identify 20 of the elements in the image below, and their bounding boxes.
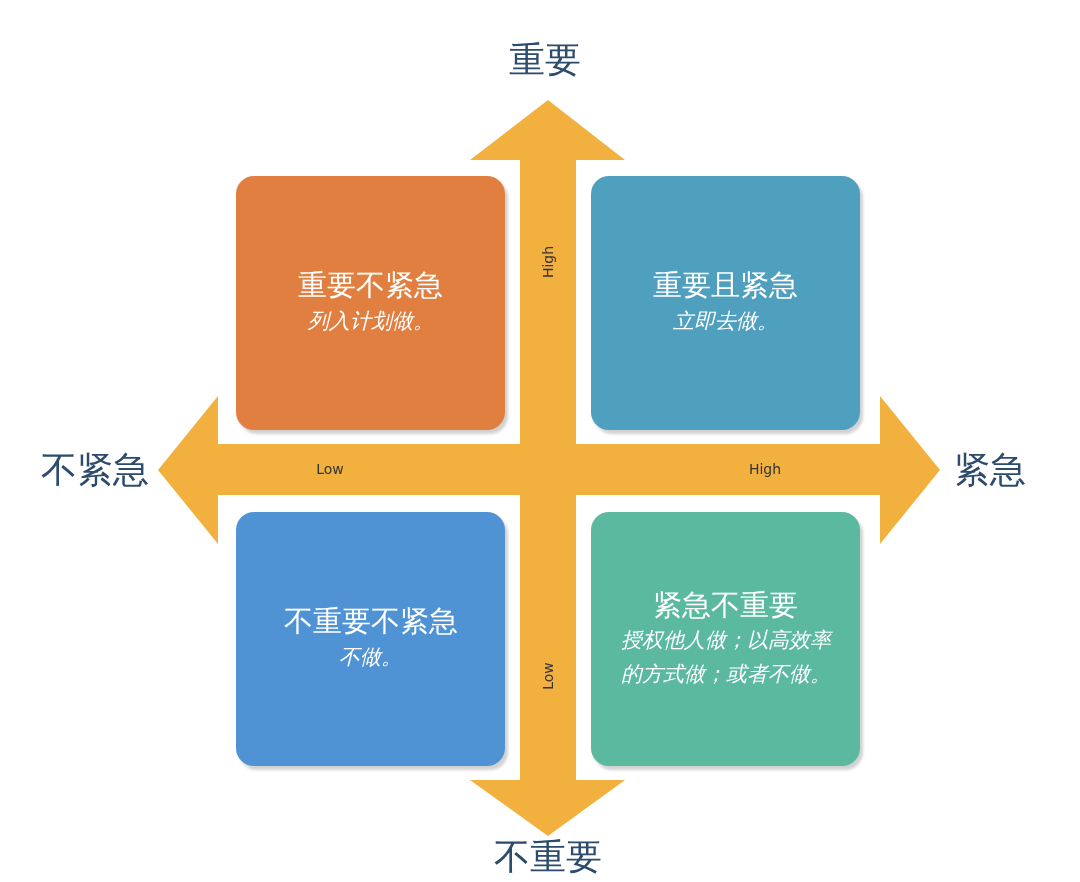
axis-label: 紧急 [954, 447, 1026, 492]
quadrant-box [236, 512, 505, 766]
axis-label: 不重要 [494, 834, 602, 879]
quadrant-note: 授权他人做；以高效率的方式做；或者不做。 [619, 627, 834, 688]
quadrant-title: 重要不紧急 [298, 267, 443, 305]
quadrant-note: 列入计划做。 [307, 308, 434, 336]
axis-tick-label: Low [540, 662, 556, 690]
quadrant-box [591, 176, 860, 430]
quadrant-box [236, 176, 505, 430]
axis-label: 重要 [509, 37, 581, 82]
axis-tick-label: High [540, 245, 556, 279]
axis-label: 不紧急 [41, 447, 149, 492]
axis-tick-label: Low [316, 461, 344, 477]
quadrant-box [591, 512, 860, 766]
quadrant-title: 不重要不紧急 [283, 603, 458, 641]
quadrant-note: 立即去做。 [673, 308, 778, 336]
quadrant-title: 紧急不重要 [653, 586, 798, 624]
axis-tick-label: High [748, 461, 782, 477]
quadrant-note: 不做。 [339, 644, 402, 672]
quadrant-title: 重要且紧急 [653, 267, 798, 305]
